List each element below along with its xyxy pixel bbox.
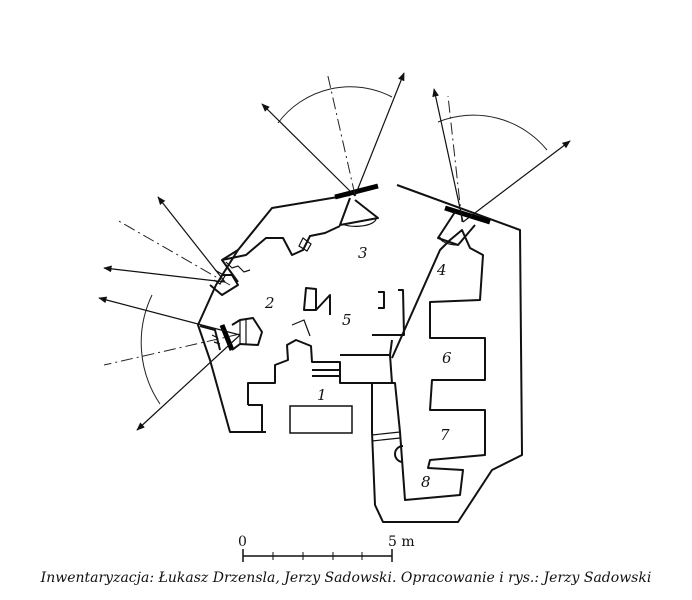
fire-arc-4 bbox=[437, 114, 548, 151]
embrasure-2 bbox=[209, 269, 239, 296]
room-1-table bbox=[289, 405, 353, 434]
embrasure-main bbox=[199, 317, 263, 351]
scale-start-label: 0 bbox=[238, 534, 247, 550]
room-label-3: 3 bbox=[358, 244, 368, 262]
caption: Inwentaryzacja: Łukasz Drzensla, Jerzy S… bbox=[40, 570, 652, 586]
outer-wall bbox=[197, 184, 523, 523]
scale-bar: 0 5 m bbox=[238, 534, 415, 562]
room-label-7: 7 bbox=[440, 426, 450, 444]
fire-arrows bbox=[98, 72, 571, 431]
embrasure-4 bbox=[437, 205, 491, 246]
room-label-2: 2 bbox=[264, 294, 275, 312]
room-label-8: 8 bbox=[421, 473, 431, 491]
sector-axes bbox=[103, 71, 463, 366]
room-label-5: 5 bbox=[342, 311, 352, 329]
scale-end-label: 5 m bbox=[388, 534, 415, 550]
fire-arc-3 bbox=[277, 86, 393, 124]
fire-arc-main bbox=[140, 294, 161, 405]
room-5-walls bbox=[221, 225, 405, 356]
room-label-4: 4 bbox=[436, 261, 447, 279]
room-label-1: 1 bbox=[317, 386, 327, 404]
room-label-6: 6 bbox=[442, 349, 452, 367]
